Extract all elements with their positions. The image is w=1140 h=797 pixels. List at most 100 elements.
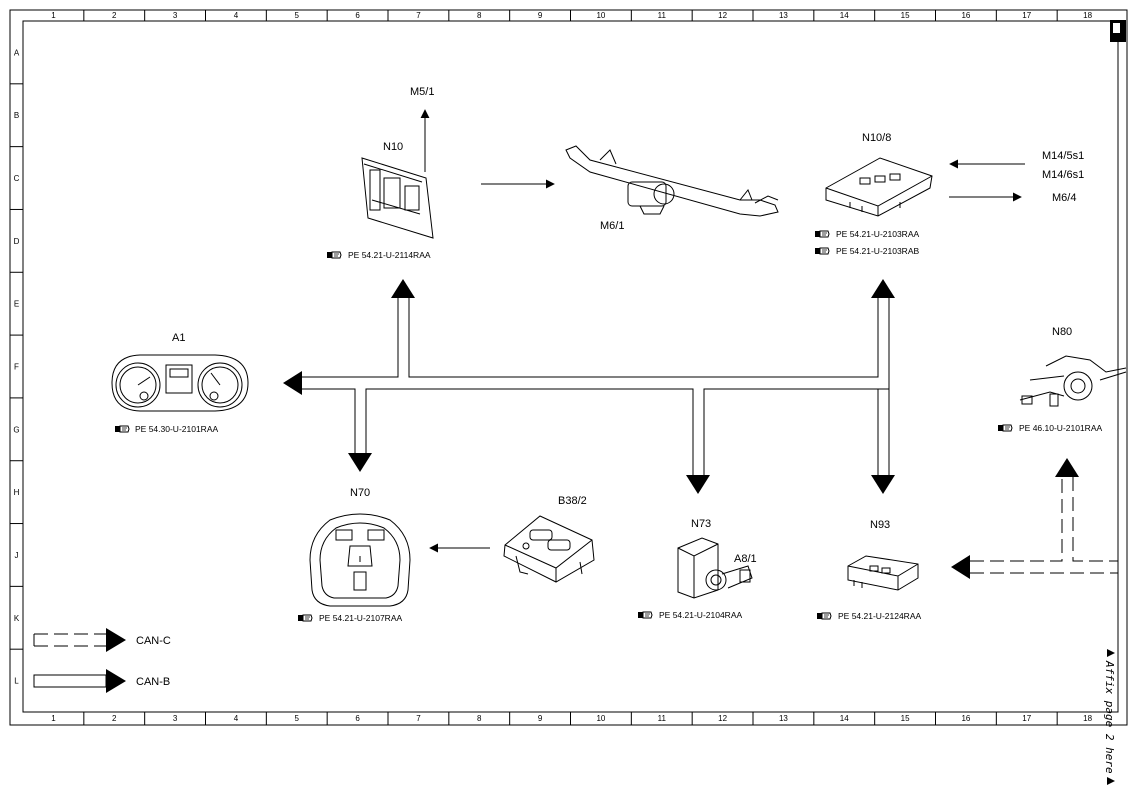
grid-row-label: A (14, 48, 20, 57)
n73-ignition-switch-icon (677, 537, 753, 599)
can-b-bus (300, 296, 890, 477)
n70-reference-icon (297, 614, 313, 622)
grid-column-label-bottom: 4 (234, 714, 239, 723)
legend-can-c-label: CAN-C (136, 635, 171, 647)
n10-reference-icon (326, 251, 342, 259)
grid-column-label-top: 15 (901, 11, 910, 20)
m6-1-label: M6/1 (600, 220, 624, 232)
legend-can-b-symbol (33, 669, 126, 693)
grid-column-label-top: 8 (477, 11, 482, 20)
grid-column-label-top: 17 (1022, 11, 1031, 20)
n73-label: N73 (691, 518, 711, 530)
grid-columns: 1122334455667788991010111112121313141415… (51, 10, 1093, 725)
grid-row-label: J (15, 551, 19, 560)
grid-column-label-bottom: 16 (961, 714, 970, 723)
grid-row-label: C (14, 174, 20, 183)
grid-column-label-top: 10 (596, 11, 605, 20)
grid-row-label: B (14, 111, 19, 120)
grid-column-label-bottom: 5 (295, 714, 300, 723)
n73-reference-icon (637, 611, 653, 619)
n10-8-reference-icon (814, 230, 830, 238)
grid-column-label-top: 13 (779, 11, 788, 20)
n93-control-unit-icon (847, 555, 919, 591)
arrow-to-n10 (391, 279, 415, 298)
arrow-to-n93 (871, 475, 895, 494)
b38-2-sensor-icon (503, 515, 595, 583)
legend-can-b-label: CAN-B (136, 676, 170, 688)
m5-1-label: M5/1 (410, 86, 434, 98)
arrow-to-n93-can-c (951, 555, 970, 579)
grid-row-label: G (13, 425, 19, 434)
n80-steering-column-module-icon (1019, 355, 1127, 407)
grid-column-label-top: 3 (173, 11, 178, 20)
a1-reference[interactable]: PE 54.30-U-2101RAA (135, 424, 218, 434)
n10-reference[interactable]: PE 54.21-U-2114RAA (348, 250, 431, 260)
a1-instrument-cluster-icon (111, 354, 249, 412)
n80-reference[interactable]: PE 46.10-U-2101RAA (1019, 423, 1102, 433)
grid-row-label: F (14, 363, 19, 372)
b38-2-label: B38/2 (558, 495, 587, 507)
frame (9, 9, 1128, 726)
n70-label: N70 (350, 487, 370, 499)
side-note: Affix page 2 here (1103, 649, 1116, 785)
grid-column-label-top: 5 (295, 11, 300, 20)
grid-column-label-top: 4 (234, 11, 239, 20)
grid-column-label-top: 16 (961, 11, 970, 20)
grid-column-label-bottom: 3 (173, 714, 178, 723)
n10-8-reference-2[interactable]: PE 54.21-U-2103RAB (836, 246, 919, 256)
grid-column-label-bottom: 11 (658, 714, 667, 723)
grid-column-label-top: 7 (416, 11, 421, 20)
grid-column-label-top: 2 (112, 11, 117, 20)
m14-6s1-label: M14/6s1 (1042, 169, 1084, 181)
legend: CAN-C CAN-B (33, 628, 171, 693)
grid-column-label-bottom: 9 (538, 714, 543, 723)
legend-can-c-symbol (33, 628, 126, 652)
grid-row-label: K (14, 614, 20, 623)
arrow-to-n73 (686, 475, 710, 494)
grid-column-label-top: 18 (1083, 11, 1092, 20)
grid-column-label-top: 11 (658, 11, 667, 20)
n93-reference[interactable]: PE 54.21-U-2124RAA (838, 611, 921, 621)
corner-mark-icon (1110, 20, 1126, 42)
n10-8-control-unit-icon (825, 157, 933, 217)
n73-reference[interactable]: PE 54.21-U-2104RAA (659, 610, 742, 620)
bus-arrowheads (283, 279, 1079, 579)
can-c-bus (970, 477, 1118, 574)
grid-column-label-top: 14 (840, 11, 849, 20)
a1-label: A1 (172, 332, 185, 344)
grid-row-label: L (14, 677, 19, 686)
grid-column-label-bottom: 1 (51, 714, 56, 723)
n80-label: N80 (1052, 326, 1072, 338)
grid-column-label-bottom: 13 (779, 714, 788, 723)
grid-column-label-top: 6 (355, 11, 360, 20)
grid-row-label: E (14, 300, 19, 309)
grid-column-label-bottom: 2 (112, 714, 117, 723)
n10-8-label: N10/8 (862, 132, 891, 144)
n93-label: N93 (870, 519, 890, 531)
arrow-to-n70 (348, 453, 372, 472)
grid-column-label-bottom: 15 (901, 714, 910, 723)
m6-4-label: M6/4 (1052, 192, 1076, 204)
n70-reference[interactable]: PE 54.21-U-2107RAA (319, 613, 402, 623)
grid-column-label-top: 9 (538, 11, 543, 20)
n10-label: N10 (383, 141, 403, 153)
n80-reference-icon (997, 424, 1013, 432)
grid-row-label: H (14, 488, 20, 497)
grid-column-label-bottom: 8 (477, 714, 482, 723)
grid-column-label-bottom: 18 (1083, 714, 1092, 723)
grid-column-label-top: 1 (51, 11, 56, 20)
arrow-to-n10-8 (871, 279, 895, 298)
a1-reference-icon (114, 425, 130, 433)
n10-8-reference[interactable]: PE 54.21-U-2103RAA (836, 229, 919, 239)
a8-1-label: A8/1 (734, 553, 757, 565)
grid-column-label-bottom: 10 (596, 714, 605, 723)
m14-5s1-label: M14/5s1 (1042, 150, 1084, 162)
grid-column-label-bottom: 17 (1022, 714, 1031, 723)
grid-column-label-top: 12 (718, 11, 727, 20)
side-note-text: Affix page 2 here (1103, 660, 1116, 774)
n93-reference-icon (816, 612, 832, 620)
grid-column-label-bottom: 12 (718, 714, 727, 723)
grid-column-label-bottom: 6 (355, 714, 360, 723)
